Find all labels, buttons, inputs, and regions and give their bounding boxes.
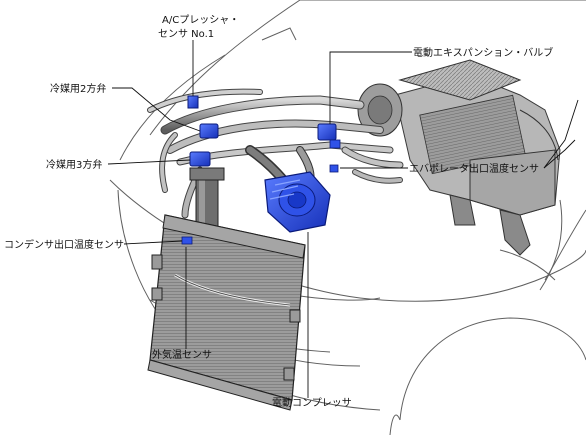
receiver-dryer [189, 167, 225, 236]
label-condenser-outlet-temp-sensor: コンデンサ出口温度センサ [4, 238, 124, 251]
highlighted-components [181, 95, 341, 245]
refrigerant-3way-valve-part [189, 151, 211, 167]
ac-pressure-sensor-part [187, 95, 199, 109]
electric-compressor-part [264, 171, 331, 233]
label-electric-compressor: 電動コンプレッサ [272, 396, 352, 409]
evaporator-outlet-temp-sensor-part [329, 164, 339, 173]
electric-expansion-valve-part [317, 123, 337, 141]
leader-lines [107, 40, 579, 398]
label-evaporator-outlet-temp-sensor: エバポレータ出口温度センサ [409, 162, 539, 175]
label-outside-air-temp-sensor: 外気温センサ [152, 348, 212, 361]
hvac-unit [357, 59, 561, 256]
label-ac-pressure-sensor-line1: A/Cプレッシャ・ [162, 14, 239, 26]
condenser [147, 214, 306, 411]
label-electric-expansion-valve: 電動エキスパンション・バルブ [413, 46, 553, 59]
condenser-outlet-temp-sensor-part [181, 236, 193, 245]
label-refrigerant-3way-valve: 冷媒用3方弁 [46, 158, 102, 171]
refrigerant-2way-valve-part [199, 123, 219, 139]
label-ac-pressure-sensor-line2: センサ No.1 [158, 28, 214, 40]
label-refrigerant-2way-valve: 冷媒用2方弁 [50, 82, 106, 95]
callout-labels: A/Cプレッシャ・ センサ No.1 電動エキスパンション・バルブ 冷媒用2方弁… [4, 14, 553, 409]
